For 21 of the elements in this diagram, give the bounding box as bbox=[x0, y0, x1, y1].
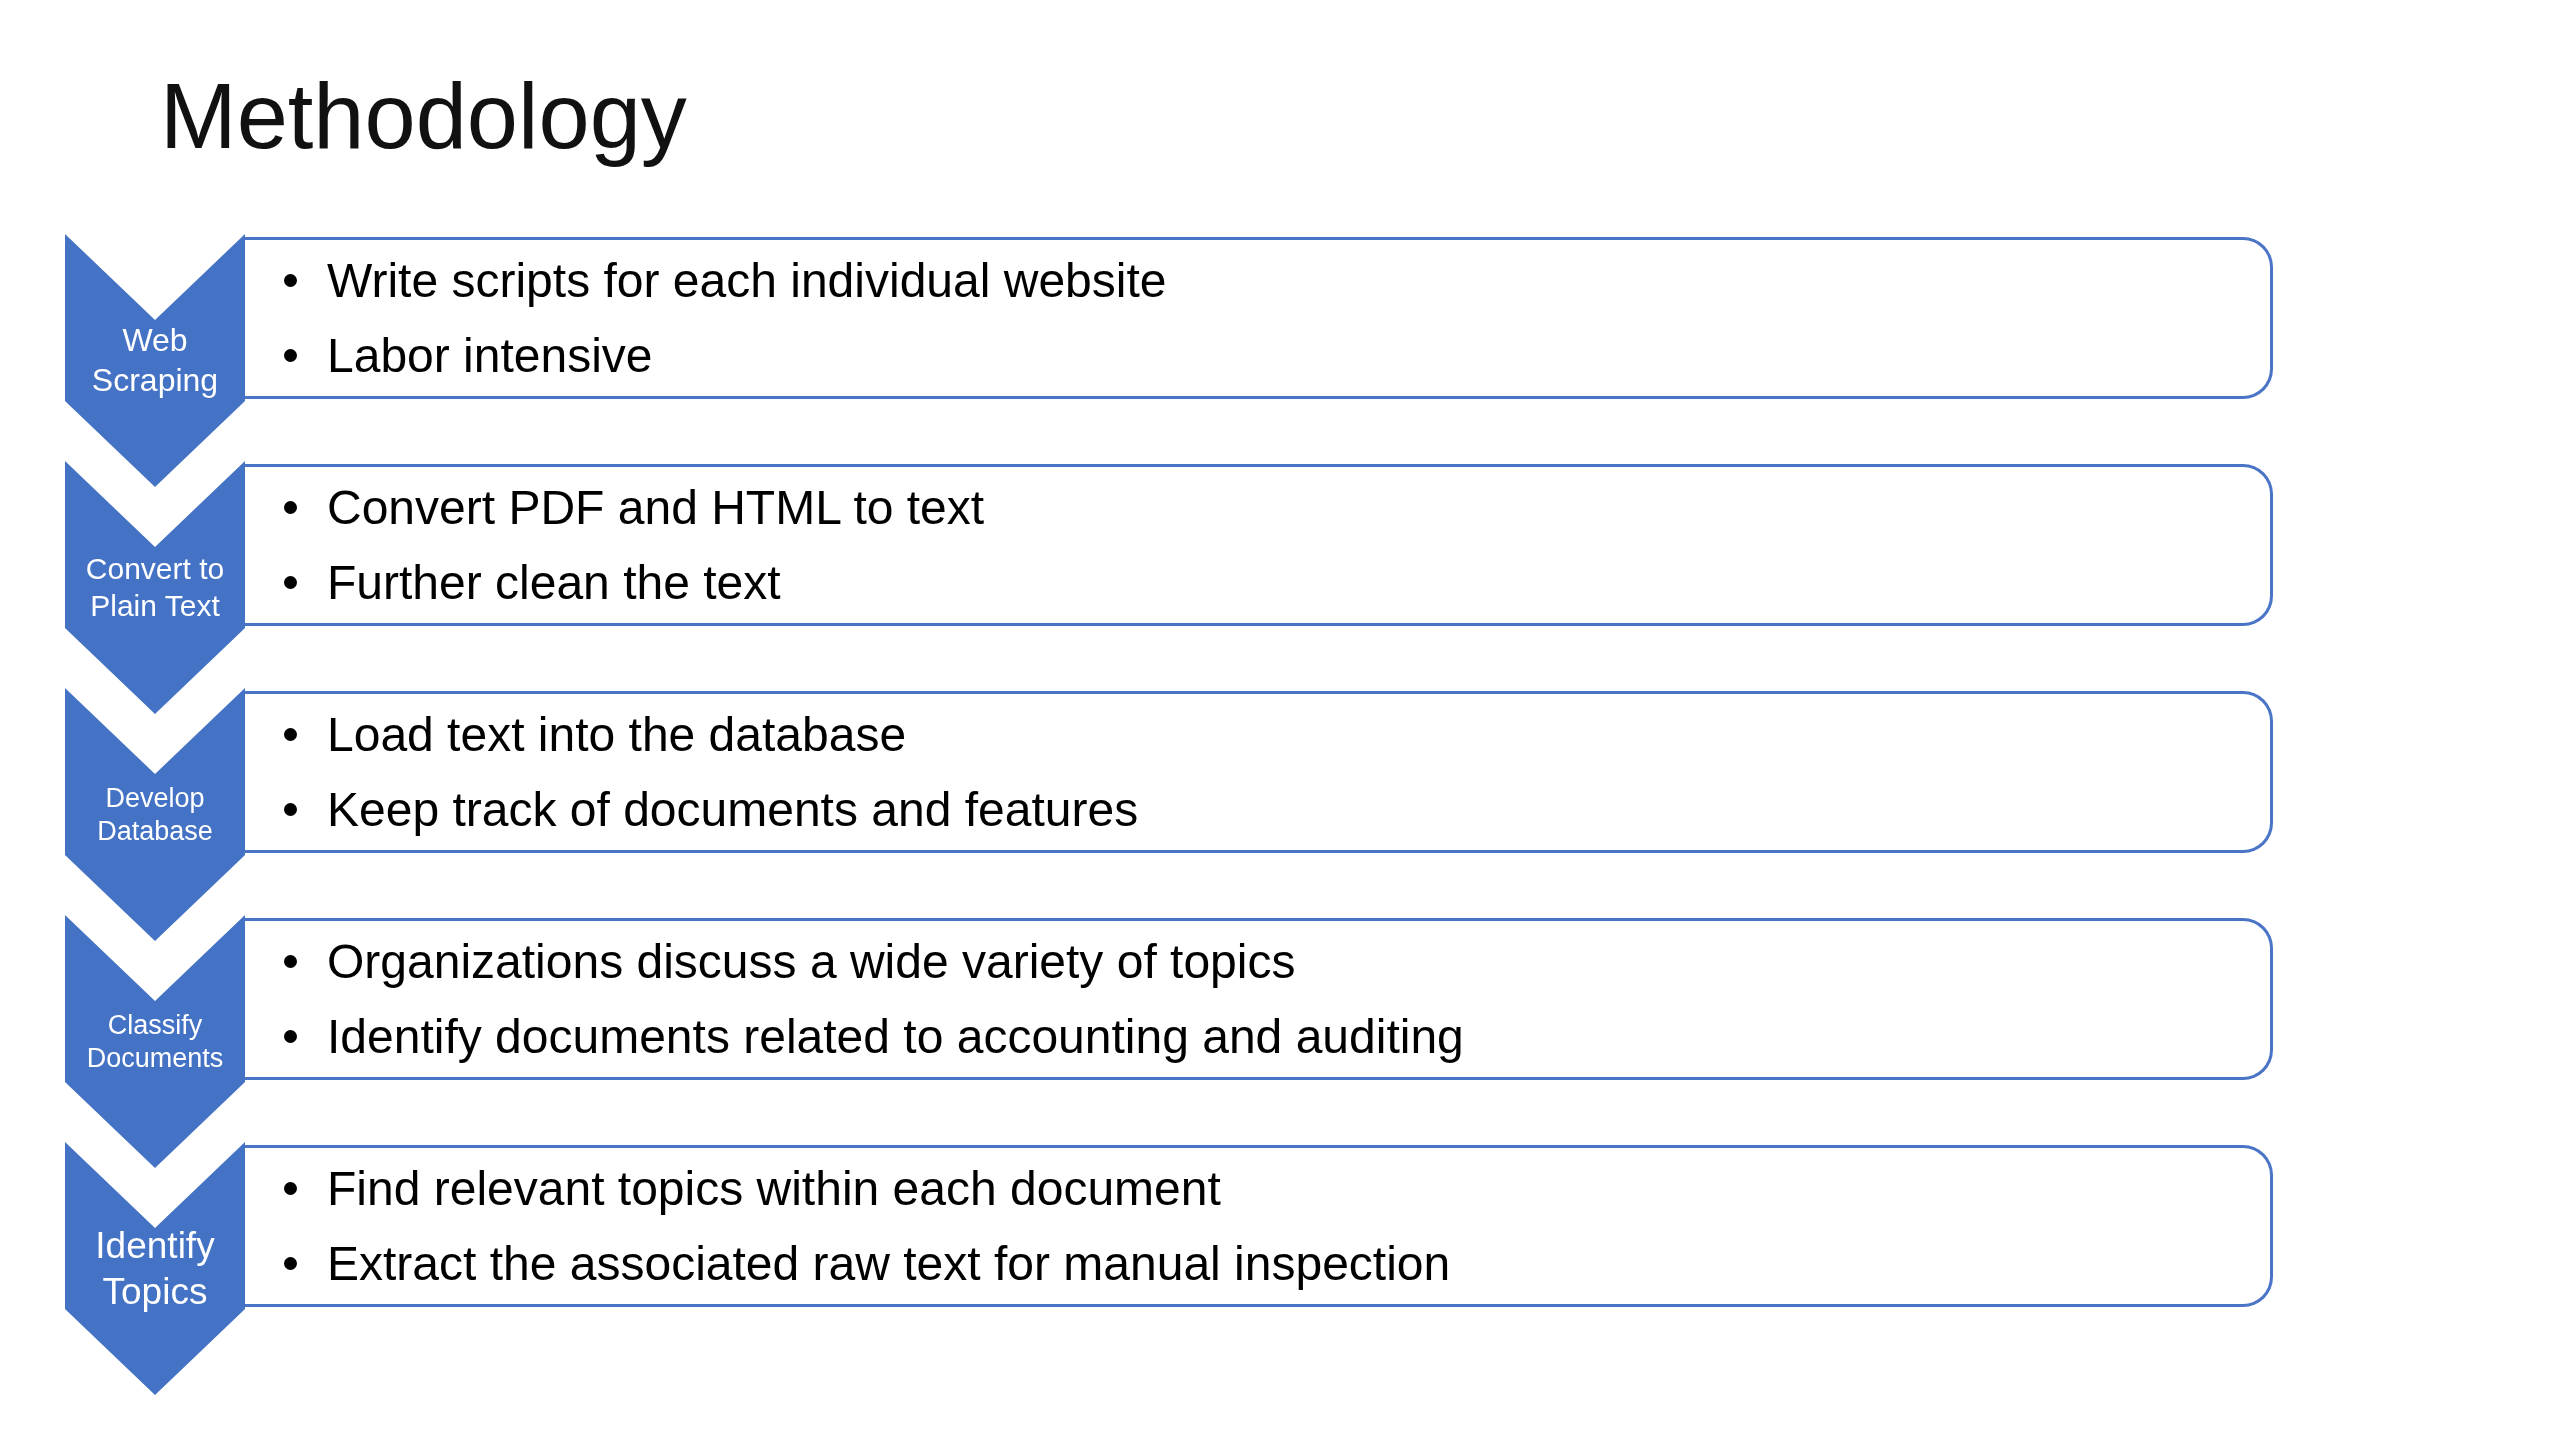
step-card bbox=[245, 237, 2273, 399]
bullet-text: Load text into the database bbox=[327, 707, 907, 762]
bullet-text: Write scripts for each individual website bbox=[327, 253, 1167, 308]
step-label: Classify Documents bbox=[85, 1008, 225, 1075]
step-label: Identify Topics bbox=[94, 1224, 216, 1314]
step-label: Convert to Plain Text bbox=[84, 550, 226, 624]
step-label: Develop Database bbox=[96, 781, 214, 848]
bullet-text: Extract the associated raw text for manual inspection bbox=[327, 1236, 1451, 1291]
bullet-text: Labor intensive bbox=[327, 328, 653, 383]
bullet-text: Find relevant topics within each document bbox=[327, 1161, 1221, 1216]
bullet-text: Convert PDF and HTML to text bbox=[327, 480, 985, 535]
step-card bbox=[245, 1145, 2273, 1307]
step-label: Web Scraping bbox=[90, 321, 220, 400]
bullet-text: Further clean the text bbox=[327, 555, 781, 610]
bullet-text: Identify documents related to accounting and auditing bbox=[327, 1009, 1464, 1064]
step-card bbox=[245, 691, 2273, 853]
bullet-text: Keep track of documents and features bbox=[327, 782, 1139, 837]
step-card bbox=[245, 464, 2273, 626]
step-card bbox=[245, 918, 2273, 1080]
bullet-text: Organizations discuss a wide variety of topics bbox=[327, 934, 1296, 989]
slide-title: Methodology bbox=[160, 64, 687, 169]
